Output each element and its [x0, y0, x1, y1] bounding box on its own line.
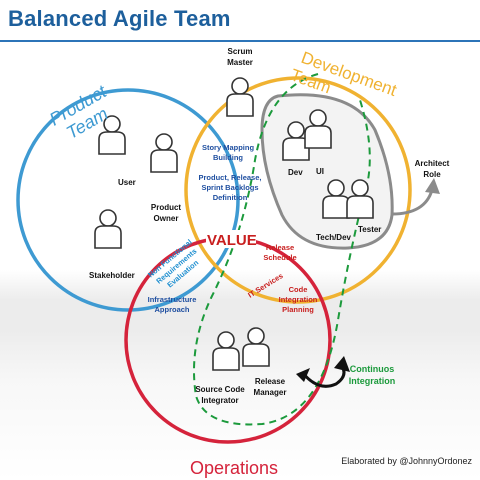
tech-dev-label: Tech/Dev	[316, 233, 352, 242]
page-title: Balanced Agile Team	[8, 6, 231, 31]
scrum-master-person-icon	[226, 77, 254, 117]
value-badge-bg	[206, 230, 256, 248]
credit-text: Elaborated by @JohnnyOrdonez	[341, 456, 472, 466]
product-team-circle	[16, 88, 240, 312]
ui-label: UI	[316, 167, 324, 176]
tester-label: Tester	[358, 225, 381, 234]
ci-arrowhead-icon	[334, 356, 350, 372]
product-owner-person-icon	[150, 133, 178, 173]
operations-title: Operations	[190, 458, 278, 478]
value-label: VALUE	[207, 232, 257, 249]
architect-arrowhead-icon	[425, 178, 440, 194]
development-team-circle	[184, 76, 412, 304]
source-code-integrator-person-icon	[212, 331, 240, 371]
ci-tail-arrowhead-icon	[296, 368, 310, 382]
architect-arrow	[391, 189, 434, 216]
title-underline	[0, 40, 480, 42]
dev-label: Dev	[288, 168, 303, 177]
user-label: User	[118, 178, 136, 187]
release-manager-person-icon	[242, 327, 270, 367]
ci-arrow	[300, 365, 346, 388]
stakeholder-person-icon	[94, 209, 122, 249]
stakeholder-label: Stakeholder	[89, 271, 135, 280]
